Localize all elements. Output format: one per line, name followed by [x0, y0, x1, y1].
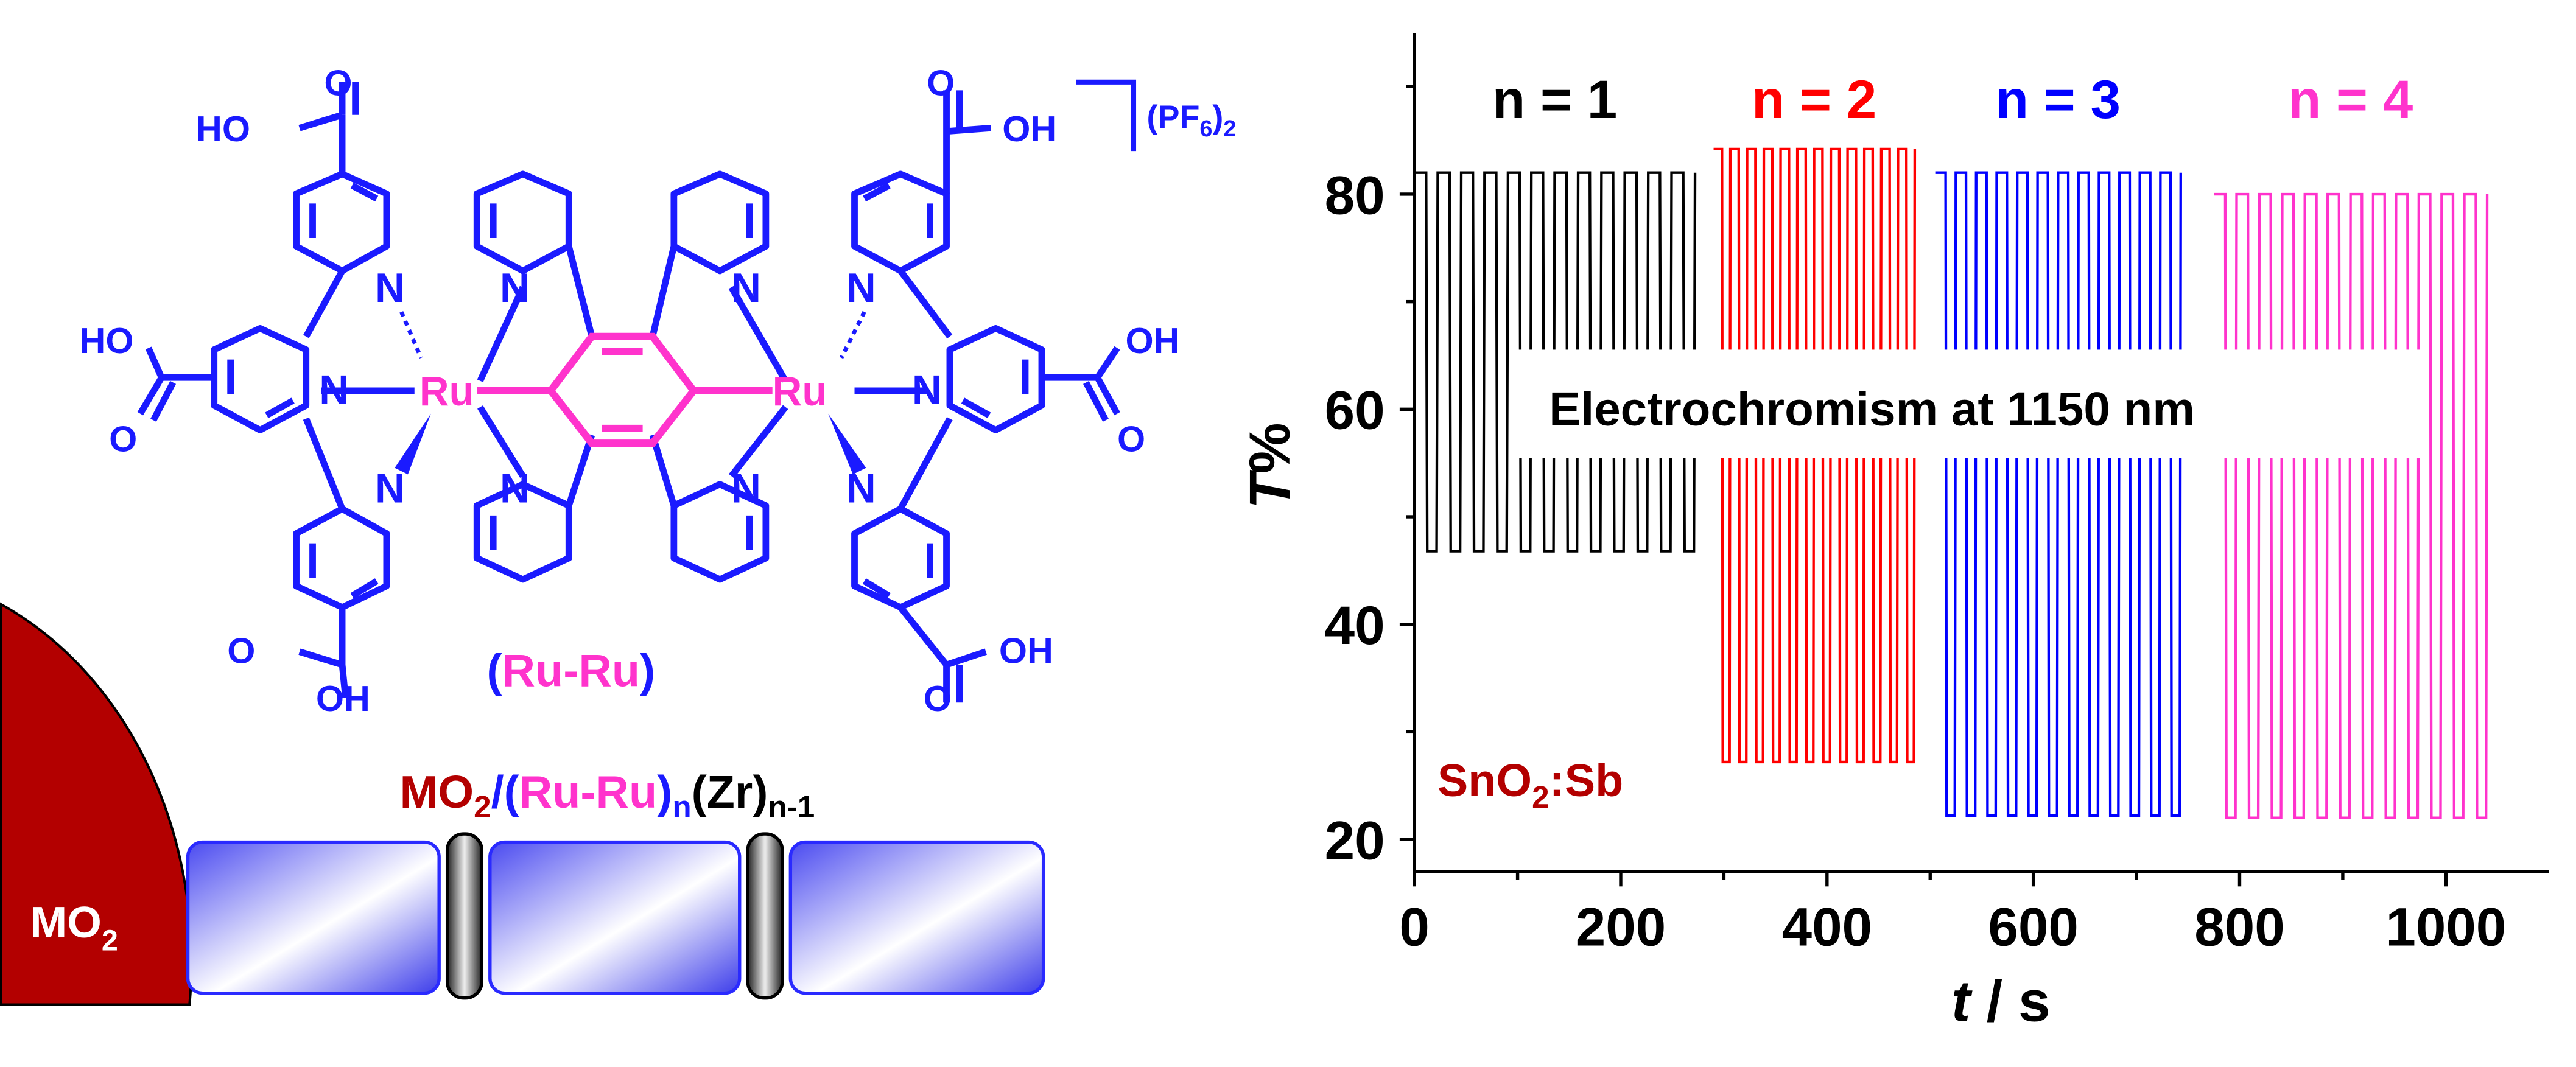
y-axis-title: T%: [1238, 422, 1302, 509]
hydroxyl-label: OH: [999, 631, 1053, 671]
y-tick-label: 40: [1325, 595, 1385, 656]
n-atom: N: [846, 466, 876, 511]
x-tick-label: 400: [1782, 896, 1872, 957]
chart: 0 200 400 600 800 1000 20 40 60 80 Electrochromis…: [1238, 32, 2549, 1034]
n-atom: N: [846, 265, 876, 311]
ru-ru-block-2: [488, 840, 742, 995]
n-atom: N: [375, 265, 405, 311]
x-tick-label: 200: [1576, 896, 1666, 957]
series-line: [2214, 192, 2489, 819]
n-atom: N: [319, 367, 349, 413]
x-tick-label: 600: [1988, 896, 2078, 957]
assembly-formula: MO2/(Ru-Ru)n(Zr)n-1: [399, 767, 815, 824]
carbonyl-o: O: [324, 62, 352, 103]
y-tick-label: 60: [1325, 380, 1385, 441]
hydroxyl-label: OH: [1002, 108, 1056, 149]
y-tick-label: 80: [1325, 164, 1385, 225]
ru-atom-right: Ru: [773, 369, 827, 415]
hydroxyl-label: HO: [196, 108, 250, 149]
n-atom: N: [731, 466, 761, 511]
annotation-background: [1511, 349, 2424, 458]
bridging-benzene: [477, 332, 773, 447]
atom-labels: Ru Ru N N N N N N N N N N: [319, 265, 941, 511]
series-label: n = 1: [1492, 69, 1617, 130]
n-atom: N: [500, 466, 530, 511]
carboxyl-labels: O HO HO O O OH O OH OH O OH O: [80, 62, 1180, 718]
n-atom: N: [731, 265, 761, 311]
ru-ru-block-3: [788, 840, 1045, 995]
n-atom: N: [500, 265, 530, 311]
carbonyl-o: O: [927, 62, 955, 103]
series-line: [1414, 171, 1697, 553]
ru-ru-block-1: [186, 840, 441, 995]
ru-ru-complex-structure: [137, 82, 1120, 703]
x-axis-title: t / s: [1951, 970, 2051, 1034]
series-label: n = 4: [2288, 69, 2413, 130]
series-traces: [1414, 147, 2489, 819]
wedge-left: [395, 413, 431, 475]
carbonyl-o: O: [924, 678, 952, 719]
counterion-label: (PF6)2: [1147, 99, 1237, 141]
series-labels: n = 1 n = 2 n = 3 n = 4: [1492, 69, 2413, 130]
charge-bracket: [1076, 79, 1137, 152]
schematic: MO2 MO2/(Ru-Ru)n(Zr)n-1: [0, 62, 1237, 1006]
series-line: [1713, 147, 1917, 764]
n-atom: N: [912, 367, 942, 413]
stereo-bonds: [399, 310, 866, 359]
hydroxyl-label: HO: [80, 320, 134, 361]
substrate-label: SnO2:Sb: [1437, 755, 1623, 814]
x-tick-label: 800: [2194, 896, 2284, 957]
x-tick-label: 0: [1399, 896, 1430, 957]
hydroxyl-label: OH: [316, 678, 370, 719]
zr-linker-1: [445, 832, 484, 1000]
wedge-right: [828, 413, 866, 475]
ru-atom-left: Ru: [419, 369, 474, 415]
annotation-text: Electrochromism at 1150 nm: [1549, 382, 2195, 436]
carbonyl-o: O: [227, 631, 255, 671]
y-tick-label: 20: [1325, 810, 1385, 870]
x-tick-label: 1000: [2385, 896, 2506, 957]
carbonyl-o: O: [109, 419, 137, 460]
hydroxyl-label: OH: [1126, 320, 1180, 361]
series-line: [1935, 171, 2182, 817]
oxide-label: MO2: [30, 898, 118, 957]
complex-name: (Ru-Ru): [486, 645, 655, 696]
series-label: n = 3: [1996, 69, 2121, 130]
carbonyl-o: O: [1117, 419, 1145, 460]
zr-linker-2: [746, 832, 784, 1000]
series-label: n = 2: [1752, 69, 1876, 130]
axis-ticks: [1399, 85, 2448, 887]
tick-labels: 0 200 400 600 800 1000 20 40 60 80: [1325, 164, 2507, 957]
n-atom: N: [375, 466, 405, 511]
